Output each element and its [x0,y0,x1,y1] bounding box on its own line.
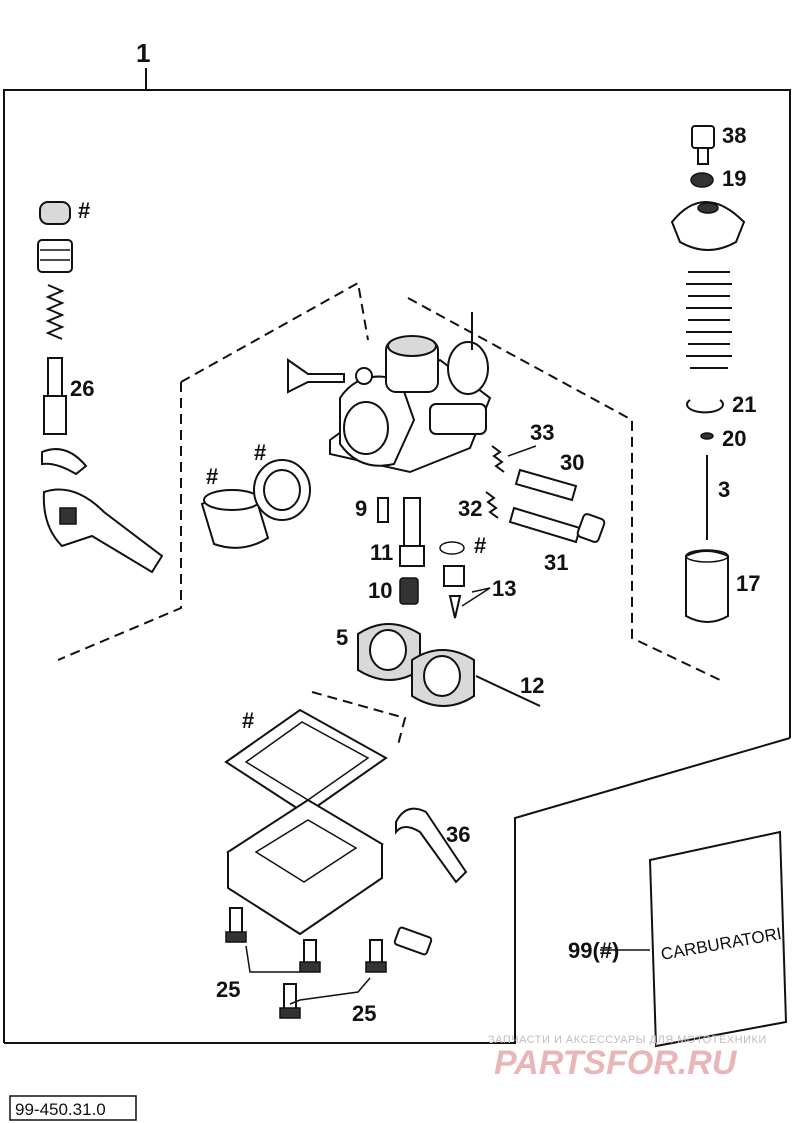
circlip-part [686,399,724,414]
choke-assembly [37,201,164,574]
assembly-number: 1 [136,38,150,68]
choke-lever-part [42,488,164,574]
callout-21: 21 [732,392,756,417]
callout-11: 11 [370,540,393,565]
callout-30: 30 [560,450,584,475]
screw-30-part [514,468,578,502]
callout-10: 10 [368,578,392,603]
spring-33-part [491,445,505,473]
callout-32: 32 [458,496,482,521]
callout-25-b: 25 [352,1001,376,1026]
callout-19: 19 [722,166,746,191]
plunger-body-part [43,395,67,435]
grouping-lines [57,281,721,746]
needle-clip-part [700,432,714,440]
reference-code: 99-450.31.0 [15,1100,106,1119]
needle-part [448,595,462,619]
locknut-part [690,172,714,188]
carburetor-body [287,312,492,474]
callout-labels: 38 19 21 20 3 17 26 33 30 32 31 9 11 10 … [70,123,760,1026]
hash-marker-1: # [78,198,90,223]
intake-rings [200,459,311,549]
leader-lines [461,445,537,607]
floats [357,623,541,707]
callout-26: 26 [70,376,94,401]
adjustment-screws [485,445,606,544]
watermark: ЗАПЧАСТИ И АКСЕССУАРЫ ДЛЯ МОТОТЕХНИКИ PA… [488,1034,767,1082]
seal-washer-part [439,541,465,555]
needle-jet-part [403,497,421,549]
choke-plunger-part [47,357,63,399]
callout-20: 20 [722,426,746,451]
drain-fitting-part [393,926,433,956]
watermark-brand: PARTSFOR.RU [494,1044,738,1082]
callout-31: 31 [544,550,568,575]
slide-spring-part [686,271,732,369]
callout-36: 36 [446,822,470,847]
needle-valve-part [443,565,465,587]
slide-assembly [670,125,746,623]
callout-25-a: 25 [216,977,240,1002]
callout-9: 9 [355,496,367,521]
mounting-bolt-part [287,358,345,394]
callout-99: 99(#) [568,938,619,963]
clip-part [41,448,88,476]
callout-33: 33 [530,420,554,445]
threaded-nut-part [37,239,73,273]
float-bowl [226,798,468,956]
callout-13: 13 [492,576,516,601]
assembly-frame: 1 [3,38,791,1044]
callout-17: 17 [736,571,760,596]
float-bowl-gasket-part [224,708,388,816]
callout-12: 12 [520,673,544,698]
cap-top-part [670,201,746,251]
throttle-slide-part [685,550,729,623]
hash-marker-3: # [206,464,218,489]
hash-marker-5: # [242,708,254,733]
vent-hose-part [395,807,468,884]
spring-32-part [485,491,499,519]
lever-nut-part [59,507,77,525]
screw-31-part [508,506,582,544]
main-jet-part [399,577,419,605]
watermark-tagline: ЗАПЧАСТИ И АКСЕССУАРЫ ДЛЯ МОТОТЕХНИКИ [488,1034,767,1046]
pilot-jet-part [377,497,389,523]
callout-5: 5 [336,625,348,650]
float-pin-part [475,675,541,707]
jets [377,497,465,619]
hash-marker-2: # [254,440,266,465]
choke-spring-part [45,284,65,340]
cap-part [39,201,71,225]
adjuster-screw-part [691,125,715,149]
callout-3: 3 [718,477,730,502]
repair-kit-bag: CARBURATORI [600,830,788,1048]
hash-marker-4: # [474,533,486,558]
reference-code-box: 99-450.31.0 [9,1095,137,1121]
callout-38: 38 [722,123,746,148]
bowl-screws [225,907,387,1019]
